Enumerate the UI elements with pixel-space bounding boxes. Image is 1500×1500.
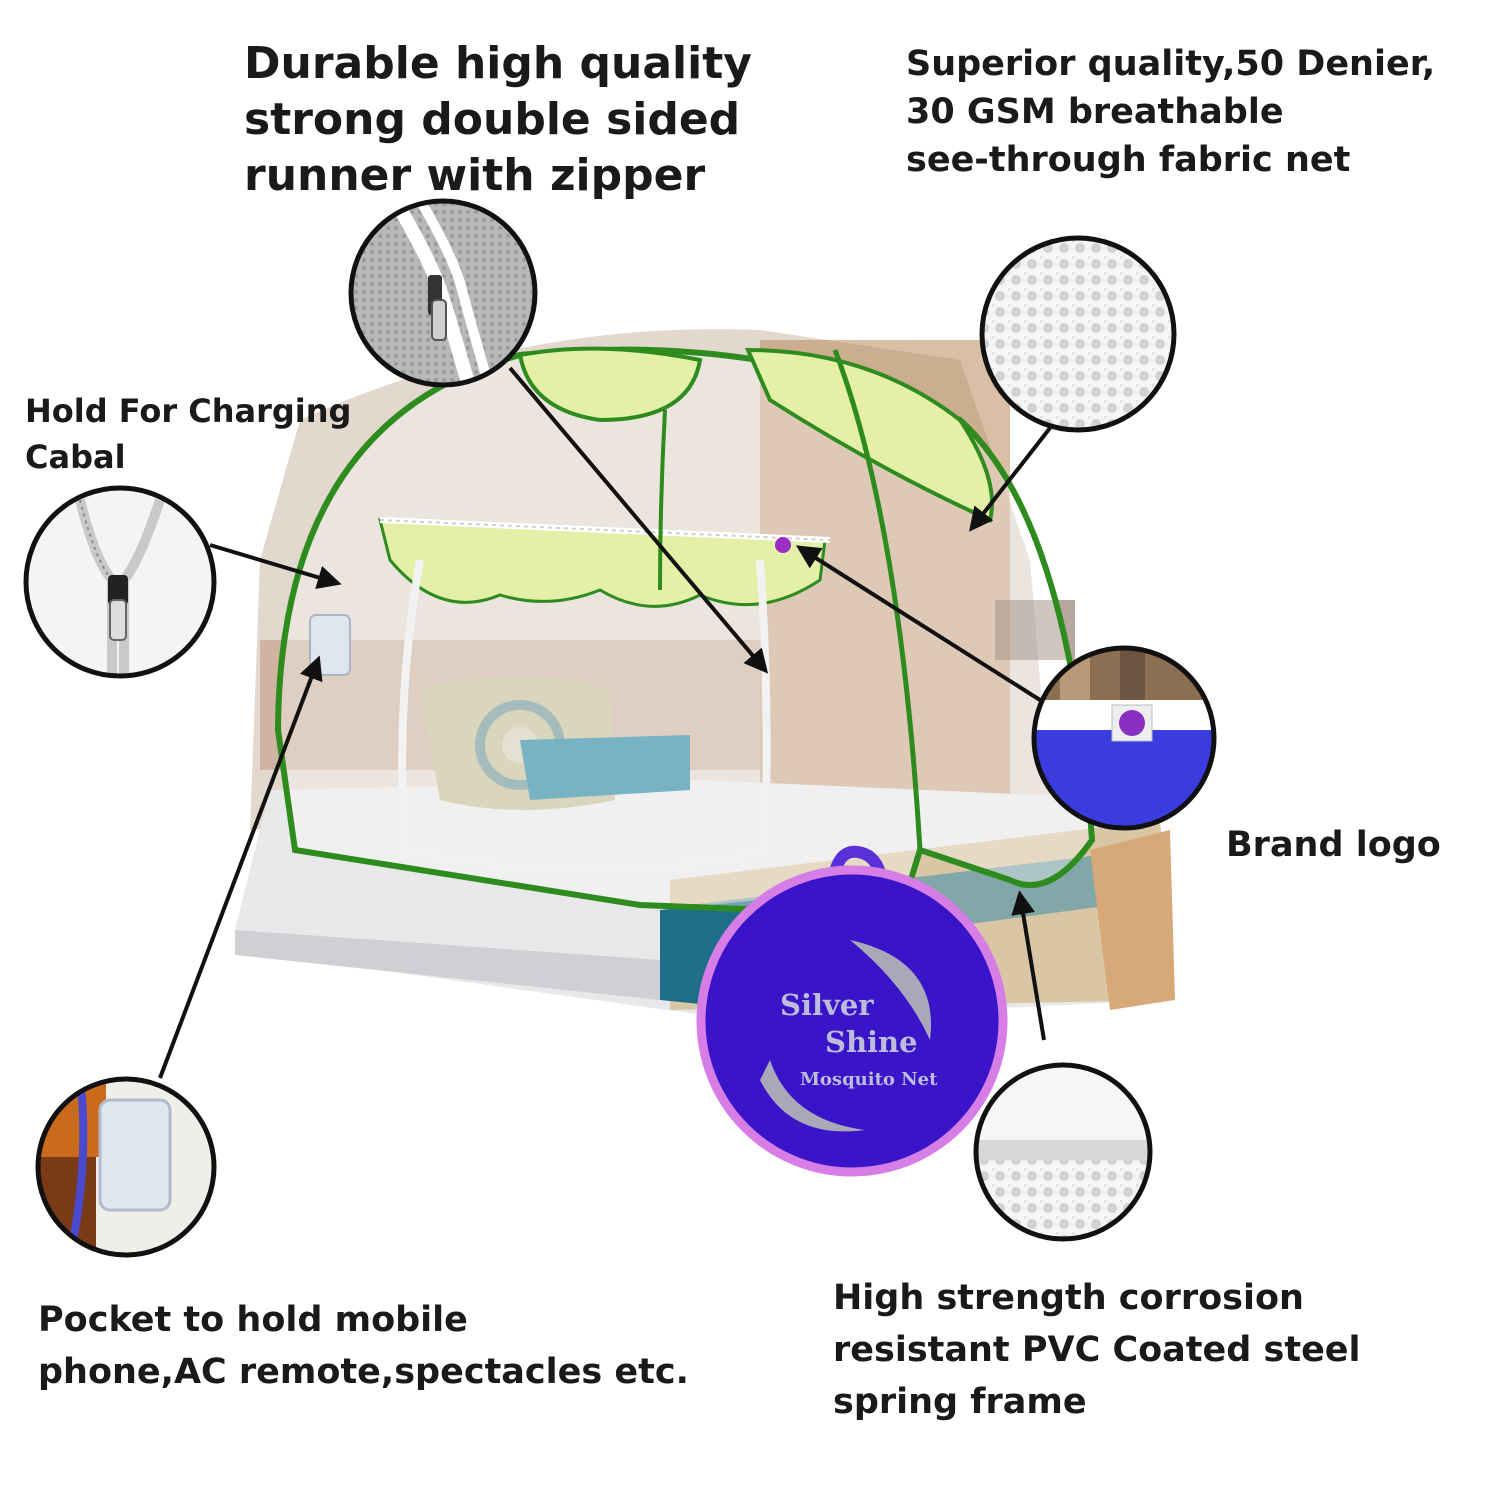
cable-hole-detail-circle [23, 485, 217, 679]
cable-arrow [209, 543, 342, 589]
zipper-detail-circle [348, 198, 538, 388]
brand-tag [775, 537, 791, 553]
fabric-mesh-detail-circle [979, 235, 1177, 433]
mosquito-net-tent [274, 346, 1096, 919]
bag-brand-line3: Mosquito Net [800, 1069, 938, 1090]
fabric-caption: Superior quality,50 Denier, 30 GSM breat… [906, 44, 1436, 180]
pocket-arrow [158, 655, 323, 1079]
frame-detail-circle [973, 1062, 1153, 1242]
runner-caption: Durable high quality strong double sided… [244, 38, 752, 201]
runner-arrow [508, 366, 769, 674]
fabric-arrow [969, 426, 1052, 532]
frame-caption: High strength corrosion resistant PVC Co… [833, 1278, 1361, 1422]
storage-bag: Silver Shine Mosquito Net [696, 845, 1008, 1177]
pocket-detail-circle [35, 1076, 217, 1258]
cable-caption: Hold For Charging Cabal [25, 392, 352, 476]
bag-brand-line2: Shine [825, 1025, 918, 1059]
pillows [420, 675, 690, 810]
frame-arrow [1011, 890, 1046, 1041]
pocket-caption: Pocket to hold mobile phone,AC remote,sp… [38, 1300, 689, 1392]
brand-logo-detail-circle [1031, 645, 1217, 831]
callout-arrows [158, 366, 1052, 1079]
logo-arrow [795, 545, 1042, 702]
bag-brand-line1: Silver [780, 988, 874, 1022]
brand-logo-caption: Brand logo [1226, 825, 1441, 865]
